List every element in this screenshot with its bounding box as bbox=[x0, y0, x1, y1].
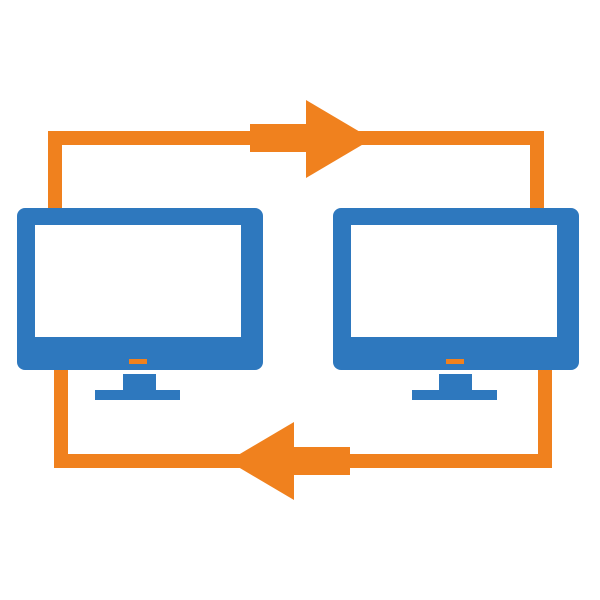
bottom-connector bbox=[54, 368, 552, 500]
left-monitor-base bbox=[95, 390, 180, 400]
left-monitor bbox=[17, 208, 263, 400]
right-monitor-power-led bbox=[446, 359, 464, 364]
bottom-arrow-shaft bbox=[290, 447, 350, 475]
right-monitor-base bbox=[412, 390, 497, 400]
arrow-right-icon bbox=[306, 100, 372, 178]
right-monitor bbox=[333, 208, 579, 400]
right-monitor-neck bbox=[439, 374, 472, 392]
left-monitor-power-led bbox=[129, 359, 147, 364]
top-connector bbox=[48, 100, 544, 212]
top-arrow-shaft bbox=[250, 124, 308, 152]
arrow-left-icon bbox=[228, 422, 294, 500]
left-monitor-screen bbox=[35, 225, 241, 337]
left-monitor-neck bbox=[123, 374, 156, 392]
right-monitor-screen bbox=[351, 225, 557, 337]
